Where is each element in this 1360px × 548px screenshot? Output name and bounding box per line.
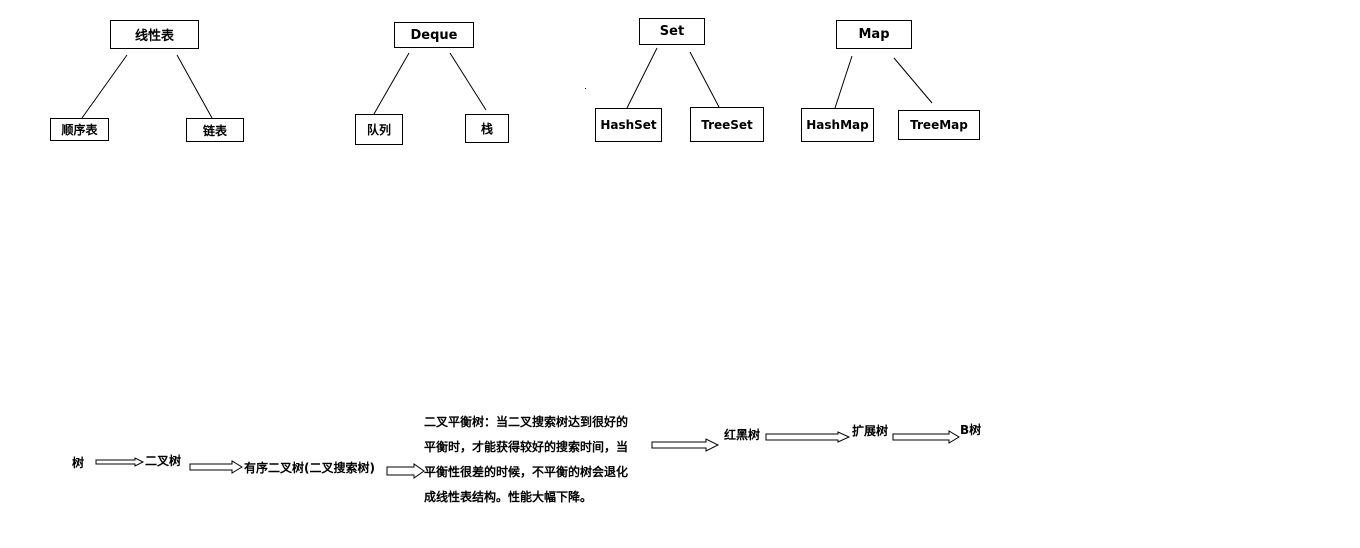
- edge-set-to-hashset: [626, 47, 658, 109]
- node-set: Set: [639, 18, 705, 45]
- edge-deque-to-stack: [449, 52, 487, 111]
- node-linked-list: 链表: [186, 118, 244, 142]
- edge-linear-list-to-sequential-list: [81, 54, 128, 119]
- label-binary-tree: 二叉树: [145, 454, 182, 468]
- balanced-line-3: 平衡性很差的时候，不平衡的树会退化: [424, 465, 629, 479]
- balanced-line-2: 平衡时，才能获得较好的搜索时间，当: [424, 440, 629, 454]
- edge-set-to-treeset: [689, 51, 720, 108]
- arrow-tree-to-binary-tree: [95, 457, 145, 467]
- label-balanced-binary-tree: 二叉平衡树：当二叉搜索树达到很好的 平衡时，才能获得较好的搜索时间，当 平衡性很…: [424, 410, 628, 510]
- arrow-binary-tree-to-ordered: [189, 460, 243, 474]
- label-tree: 树: [72, 456, 85, 470]
- node-stack: 栈: [465, 114, 509, 143]
- node-sequential-list: 顺序表: [50, 118, 109, 141]
- arrow-ordered-to-balanced: [386, 463, 425, 479]
- arrow-splay-to-b-tree: [892, 430, 960, 444]
- stray-dot: [585, 88, 586, 89]
- node-queue: 队列: [355, 114, 403, 145]
- node-deque: Deque: [394, 22, 474, 48]
- label-splay-tree: 扩展树: [852, 424, 889, 438]
- arrow-red-black-to-splay: [765, 431, 851, 443]
- node-map: Map: [836, 20, 912, 49]
- balanced-line-4: 成线性表结构。性能大幅下降。: [424, 490, 593, 504]
- edge-linear-list-to-linked-list: [176, 54, 213, 119]
- edge-map-to-treemap: [893, 57, 933, 104]
- node-treemap: TreeMap: [898, 110, 980, 140]
- label-ordered-binary-tree: 有序二叉树(二叉搜索树): [244, 461, 375, 475]
- node-hashmap: HashMap: [801, 108, 874, 142]
- node-hashset: HashSet: [595, 108, 662, 142]
- edge-map-to-hashmap: [834, 55, 853, 109]
- arrow-balanced-to-red-black: [651, 438, 720, 452]
- node-treeset: TreeSet: [690, 107, 764, 142]
- balanced-line-1: 二叉平衡树：当二叉搜索树达到很好的: [424, 415, 629, 429]
- node-linear-list: 线性表: [110, 20, 199, 49]
- label-b-tree: B树: [960, 423, 982, 437]
- label-red-black-tree: 红黑树: [724, 428, 761, 442]
- edge-deque-to-queue: [373, 52, 410, 115]
